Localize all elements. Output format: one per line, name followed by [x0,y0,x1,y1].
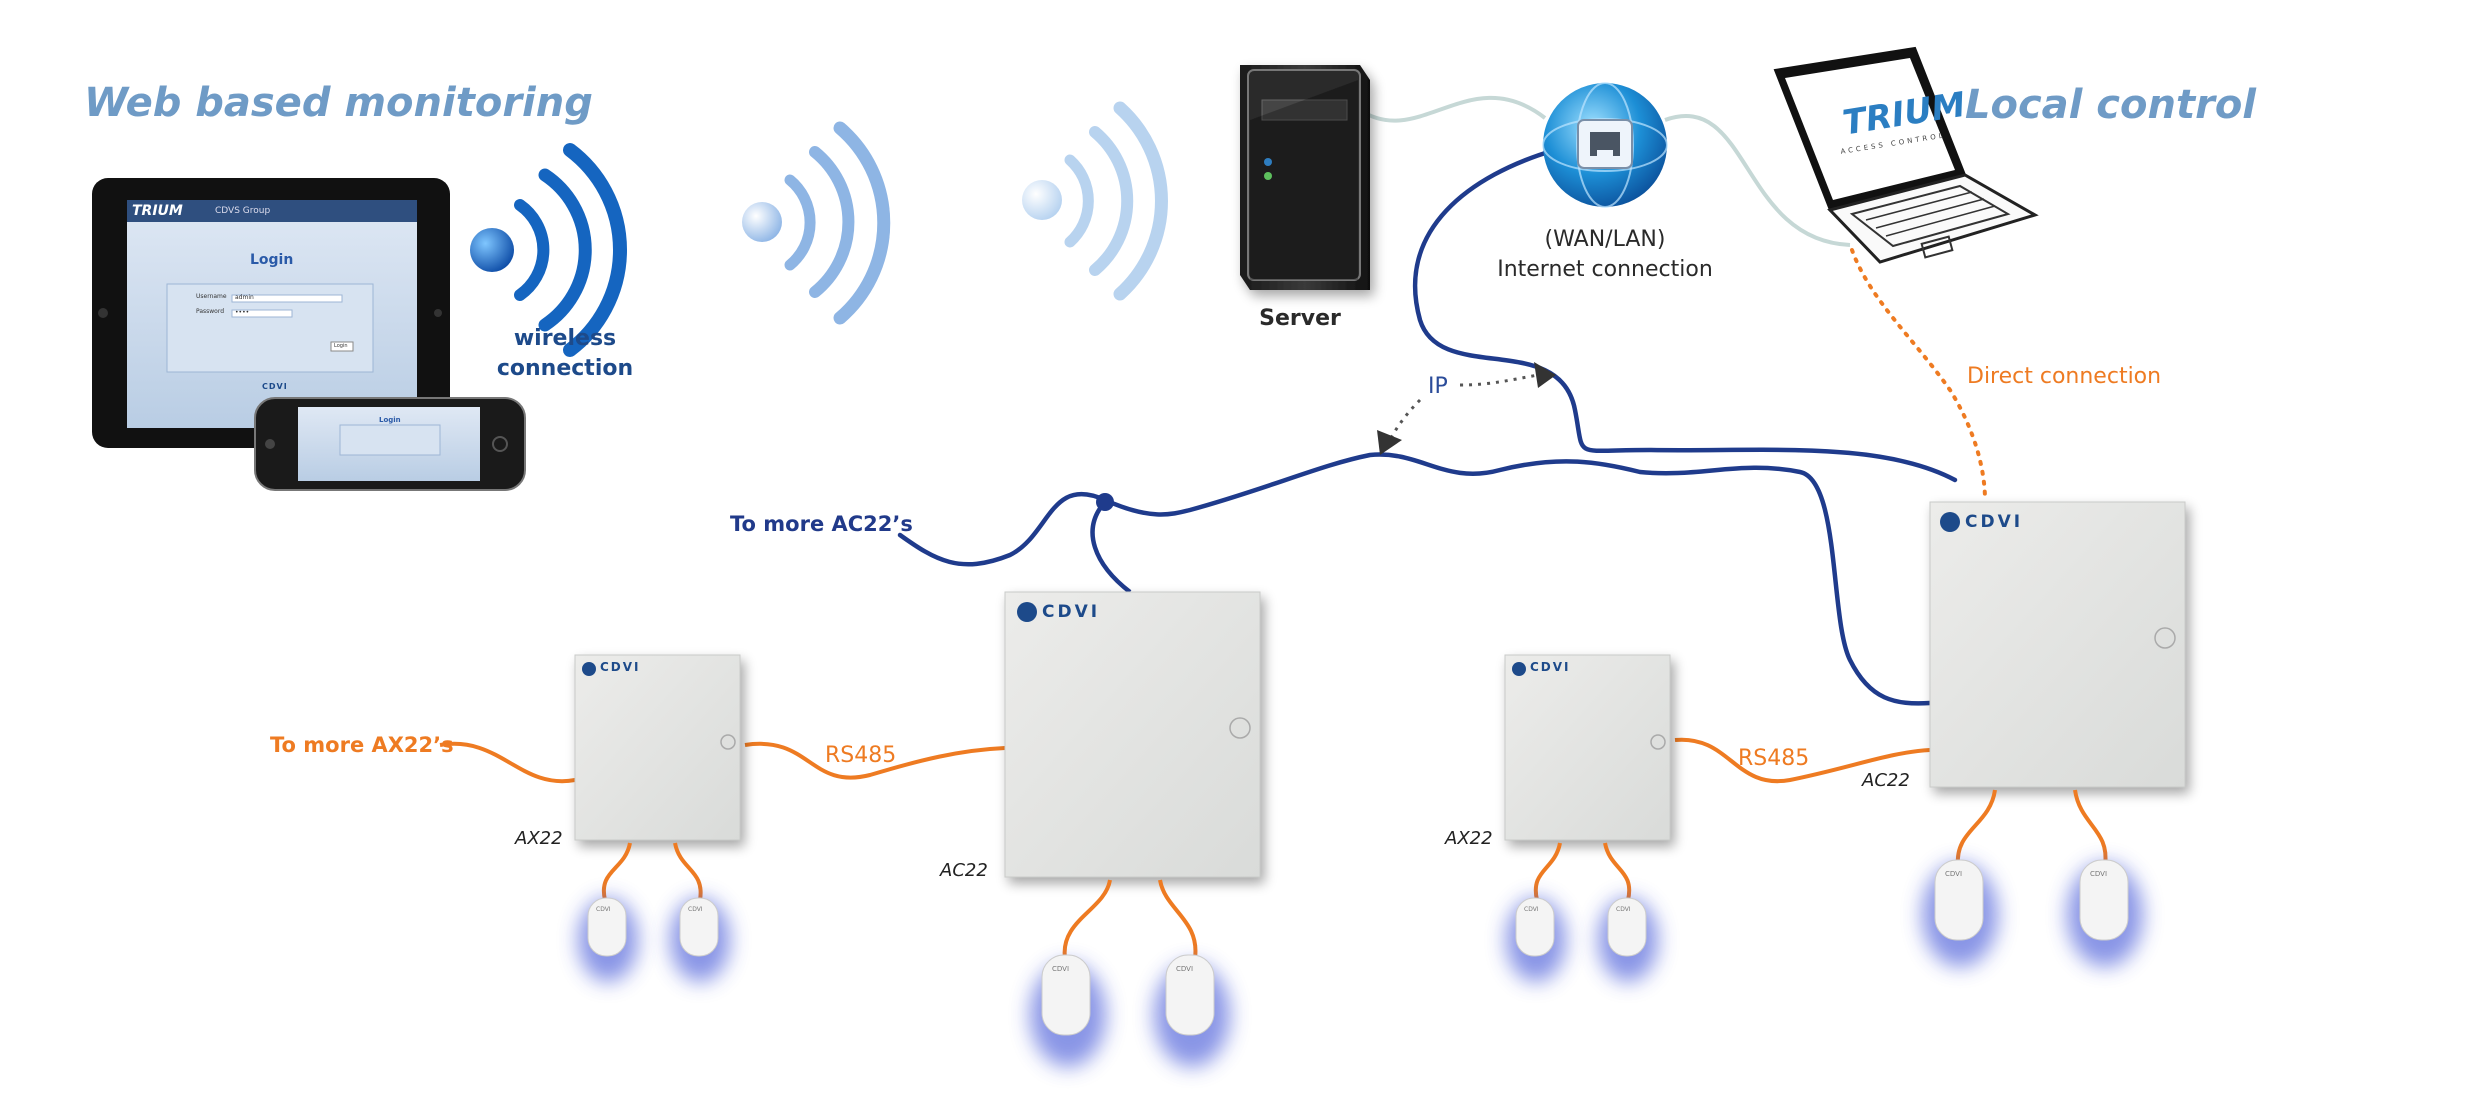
rs485-right-line [1674,737,1931,784]
heading-web-monitoring: Web based monitoring [84,80,593,126]
wan-lan-label: (WAN/LAN) [1544,227,1666,252]
wifi-icon [470,143,627,357]
ax22-left-brand: CDVI [600,660,641,674]
internet-to-ac22-line [1412,147,1958,483]
laptop [1773,46,2039,264]
bus-junction-dot [1096,493,1114,511]
ax22-left-panel [574,654,741,841]
ac22-center-panel [1004,591,1261,878]
tablet-login-button[interactable]: Login [334,343,348,349]
ax22-left-logo-icon [582,662,596,676]
server-globe-cable [1358,96,1547,123]
ax22-right-brand: CDVI [1530,660,1571,674]
reader-label-8: CDVI [2090,870,2108,878]
ac22-center-drop-line [1090,500,1132,594]
ip-label: IP [1428,374,1448,399]
network-bus-line [897,452,1933,706]
reader-label-5: CDVI [1524,906,1539,913]
server-tower [1240,65,1370,290]
tablet [92,178,450,448]
ac22-center-brand: CDVI [1042,602,1101,622]
direct-connection-label: Direct connection [1967,364,2162,389]
tablet-username-label: Username [196,293,227,300]
rs485-right-label: RS485 [1738,746,1810,771]
globe-laptop-cable [1664,114,1851,247]
server-label: Server [1259,306,1341,331]
tablet-header-text: CDVS Group [215,206,271,216]
ac22-center-logo-icon [1017,602,1037,622]
tablet-password-field[interactable]: •••• [235,309,250,316]
smartphone [254,397,526,491]
internet-connection-label: Internet connection [1497,257,1713,282]
ip-arrowhead-right [1534,362,1556,388]
tablet-footer-brand: CDVI [262,382,288,391]
ac22-right-panel [1929,501,2186,788]
tablet-password-label: Password [196,308,225,315]
tablet-software-logo: TRIUM [132,203,183,219]
ip-arrow-right [1459,373,1539,387]
tablet-username-field[interactable]: admin [235,294,254,301]
to-more-ax22-label: To more AX22’s [270,733,454,757]
ac22-center-label: AC22 [940,860,988,881]
ac22-right-label: AC22 [1862,770,1910,791]
phone-login-title: Login [379,416,401,424]
rs485-left-line [744,741,1006,780]
ac22-right-logo-icon [1940,512,1960,532]
reader-label-4: CDVI [1176,965,1194,973]
heading-local-control: Local control [1965,82,2257,128]
ax22-right-panel [1504,654,1671,841]
reader-label-2: CDVI [688,906,703,913]
wifi-relay-icon-1 [742,121,891,325]
ip-arrowhead-left [1377,430,1402,455]
to-more-ac22-label: To more AC22’s [730,512,913,536]
reader-label-7: CDVI [1945,870,1963,878]
ax22-right-label: AX22 [1445,828,1493,849]
rs485-left-label: RS485 [825,743,897,768]
reader-cables [601,789,2108,959]
tablet-login-title: Login [250,252,294,268]
reader-label-6: CDVI [1616,906,1631,913]
ip-arrow-left [1388,398,1422,441]
ax22-left-label: AX22 [515,828,563,849]
direct-connection-line [1850,248,1987,502]
card-readers [578,859,2143,1067]
ac22-right-brand: CDVI [1965,512,2024,532]
ax22-left-feed-line [439,741,576,784]
ethernet-globe-icon [1542,82,1668,208]
wifi-relay-icon-2 [1022,101,1168,301]
reader-label-1: CDVI [596,906,611,913]
ax22-right-logo-icon [1512,662,1526,676]
wireless-label-line2: connection [496,356,634,381]
reader-label-3: CDVI [1052,965,1070,973]
wireless-label-line1: wireless [513,326,617,351]
